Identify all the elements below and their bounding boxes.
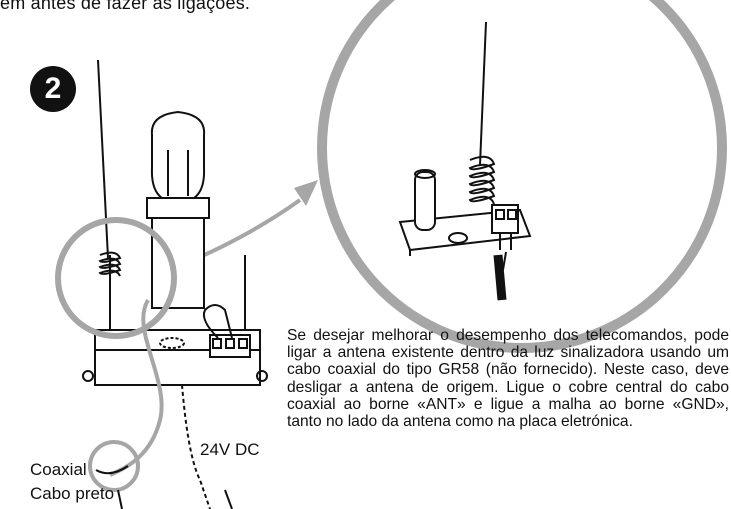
instruction-paragraph: Se desejar melhorar o desempenho dos tel… — [287, 327, 729, 431]
zoomed-antenna-board — [398, 21, 532, 256]
coax-cable — [109, 298, 164, 477]
black-cable-label: Cabo preto — [30, 484, 115, 503]
step-number-badge: 2 — [30, 66, 76, 112]
zoom-arrow-head — [294, 180, 318, 206]
coax-end-circle — [88, 440, 140, 492]
instruction-fragment: em antes de fazer as ligações. — [0, 0, 251, 13]
power-cable-label: 24V DC — [200, 440, 260, 459]
zoom-detail-circle — [317, 0, 727, 353]
coaxial-label: Coaxial — [30, 460, 87, 479]
lamp-body — [82, 59, 268, 386]
power-cable — [181, 384, 211, 509]
detail-highlight-circle — [55, 217, 177, 339]
